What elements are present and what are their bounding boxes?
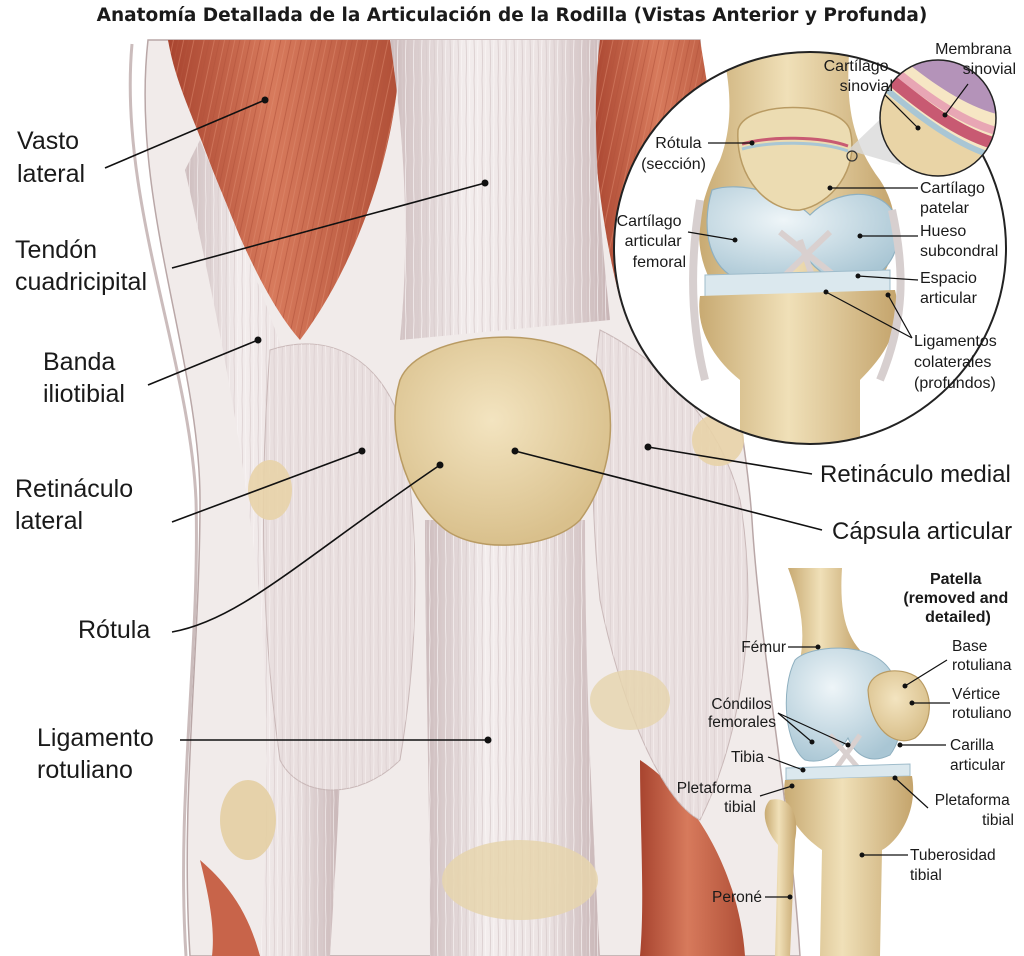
lateral-fat-pad [248,460,292,520]
skin-edge [128,43,198,956]
inset-tibia [699,290,898,444]
inset-collateral-ligament-medial [876,209,905,382]
label-condilos-femorales: Cóndilos femorales [708,696,776,731]
inset-patella-section [737,106,853,211]
skeletal-cruciate-ligaments [828,733,863,772]
skeletal-femoral-condyles [785,647,902,762]
label-femur: Fémur [741,639,786,656]
label-base-rotuliana: Base rotuliana [952,638,1012,674]
label-cartilago-patelar: Cartílago patelar [920,180,989,217]
label-capsula-articular: Cápsula articular [832,518,1012,545]
label-ligamento-rotuliano: Ligamento rotuliano [37,724,161,784]
label-rotula: Rótula [78,616,150,644]
lower-medial-muscle [640,760,745,956]
label-patella-heading: Patella (removed and detailed) [903,571,1012,626]
label-pletaforma-tibial-right: Pletaforma tibial [935,792,1014,829]
skeletal-meniscus [785,763,911,781]
label-retinaculo-lateral: Retináculo lateral [15,475,140,535]
inset-collateral-ligament-lateral [689,199,709,381]
label-tuberosidad-tibial: Tuberosidad tibial [910,847,1000,884]
skeletal-patella [867,670,930,742]
label-rotula-seccion: Rótula (sección) [641,135,706,173]
label-vasto-lateral: Vasto lateral [17,127,86,188]
skeletal-fibula [764,799,797,956]
anterior-knee-illustration [128,39,801,956]
zoom-origin-marker [846,150,858,162]
label-membrana-sinovial: Membrana sinovial [935,41,1016,78]
zoom-border [879,59,997,177]
label-carilla-articular: Carilla articular [950,737,1005,774]
label-banda-iliotibial: Banda iliotibial [43,348,125,408]
label-pletaforma-tibial-left: Pletaforma tibial [677,780,756,816]
tibial-tuberosity-hint [442,840,598,920]
main-labels: Vasto lateral Tendón cuadricipital Banda… [15,127,1012,784]
label-ligamentos-colaterales: Ligamentos colaterales (profundos) [914,333,1001,392]
medial-bone-hint [590,670,670,730]
label-perone: Peroné [712,889,762,906]
label-tibia: Tibia [731,749,764,766]
lateral-bone-hint [220,780,276,860]
label-espacio-articular: Espacio articular [920,270,981,307]
lower-lateral-muscle [200,860,260,956]
skeletal-femur [788,568,860,660]
inset-border [613,51,1007,445]
skeletal-knee-view: Patella (removed and detailed) Fémur Bas… [677,568,1014,956]
deep-view-inset: Membrana sinovial Cartílago sinovial Rót… [613,41,1016,445]
label-tendon-cuadricipital: Tendón cuadricipital [15,236,147,296]
label-cartilago-articular-femoral: Cartílago articular femoral [617,213,686,271]
label-retinaculo-medial: Retináculo medial [820,461,1011,488]
skeletal-tibia [784,776,914,956]
label-cartilago-sinovial: Cartílago sinovial [824,58,893,95]
diagram-title: Anatomía Detallada de la Articulación de… [97,5,928,26]
patella [394,336,612,546]
label-vertice-rotuliano: Vértice rotuliano [952,686,1011,722]
main-leader-lines [104,96,823,744]
label-hueso-subcondral: Hueso subcondral [920,223,998,260]
